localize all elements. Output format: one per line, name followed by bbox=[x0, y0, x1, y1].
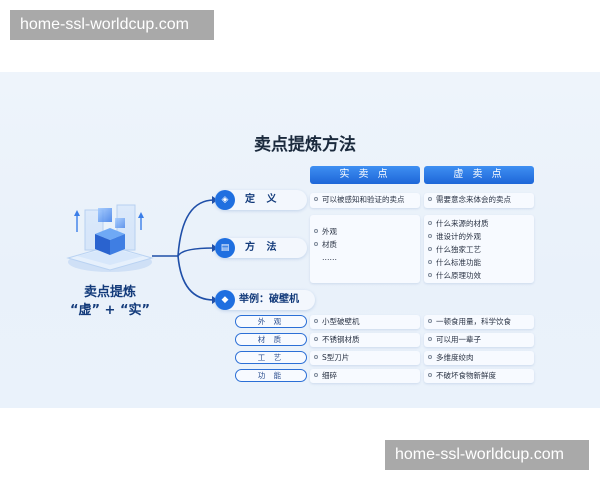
definition-xu-cell: 需要意念来体会的卖点 bbox=[424, 193, 534, 208]
layers-icon: ◈ bbox=[215, 190, 235, 210]
list-item: S型刀片 bbox=[310, 351, 420, 364]
category-definition-label: 定 义 bbox=[245, 194, 281, 205]
example-xu-cell: 多维度绞肉 bbox=[424, 351, 534, 365]
category-method: ▤ 方 法 bbox=[215, 238, 307, 258]
example-shi-cell: S型刀片 bbox=[310, 351, 420, 365]
example-xu-cell: 可以用一辈子 bbox=[424, 333, 534, 347]
list-item: 材质 bbox=[310, 238, 420, 251]
list-item-more: …… bbox=[322, 253, 337, 262]
category-method-label: 方 法 bbox=[245, 242, 281, 253]
list-item: 可以被感知和验证的卖点 bbox=[310, 193, 420, 206]
category-example-label: 举例：破壁机 bbox=[239, 294, 299, 305]
example-label-function: 功 能 bbox=[235, 369, 307, 382]
list-item: 多维度绞肉 bbox=[424, 351, 534, 364]
list-item: 什么来源的材质 bbox=[424, 217, 534, 230]
column-header-xu: 虚 卖 点 bbox=[424, 166, 534, 184]
example-xu-cell: 不破坏食物新鲜度 bbox=[424, 369, 534, 383]
hero-line-2: “虚” + “实” bbox=[69, 303, 151, 318]
list-item: 什么标准功能 bbox=[424, 256, 534, 269]
list-item: 可以用一辈子 bbox=[424, 333, 534, 346]
hero-illustration bbox=[66, 204, 154, 272]
category-definition: ◈ 定 义 bbox=[215, 190, 307, 210]
list-item: 一顿食用量，科学饮食 bbox=[424, 315, 534, 328]
document-icon: ▤ bbox=[215, 238, 235, 258]
list-item: 什么独家工艺 bbox=[424, 243, 534, 256]
list-item: 谁设计的外观 bbox=[424, 230, 534, 243]
list-item: 需要意念来体会的卖点 bbox=[424, 193, 534, 206]
method-xu-cell: 什么来源的材质 谁设计的外观 什么独家工艺 什么标准功能 什么原理功效 bbox=[424, 215, 534, 283]
hero-line-1: 卖点提炼 bbox=[83, 285, 136, 300]
list-item: 细碎 bbox=[310, 369, 420, 382]
example-shi-cell: 小型破壁机 bbox=[310, 315, 420, 329]
example-label-appearance: 外 观 bbox=[235, 315, 307, 328]
example-label-material: 材 质 bbox=[235, 333, 307, 346]
diagram-panel: 卖点提炼方法 卖点提炼 “虚” + “实” bbox=[0, 72, 600, 408]
definition-shi-cell: 可以被感知和验证的卖点 bbox=[310, 193, 420, 208]
column-header-shi: 实 卖 点 bbox=[310, 166, 420, 184]
example-xu-cell: 一顿食用量，科学饮食 bbox=[424, 315, 534, 329]
list-item: 什么原理功效 bbox=[424, 269, 534, 282]
category-example: ◆ 举例：破壁机 bbox=[215, 290, 315, 310]
list-item: 外观 bbox=[310, 225, 420, 238]
hero-label: 卖点提炼 “虚” + “实” bbox=[55, 284, 165, 320]
connector-lines bbox=[152, 196, 218, 304]
method-shi-cell: 外观 材质 …… bbox=[310, 215, 420, 283]
example-shi-cell: 不锈钢材质 bbox=[310, 333, 420, 347]
diagram-title: 卖点提炼方法 bbox=[254, 135, 356, 155]
list-item: 不破坏食物新鲜度 bbox=[424, 369, 534, 382]
watermark-bottom: home-ssl-worldcup.com bbox=[385, 440, 589, 470]
watermark-top: home-ssl-worldcup.com bbox=[10, 10, 214, 40]
example-shi-cell: 细碎 bbox=[310, 369, 420, 383]
list-item: 小型破壁机 bbox=[310, 315, 420, 328]
example-label-craft: 工 艺 bbox=[235, 351, 307, 364]
cube-icon: ◆ bbox=[215, 290, 235, 310]
list-item: 不锈钢材质 bbox=[310, 333, 420, 346]
